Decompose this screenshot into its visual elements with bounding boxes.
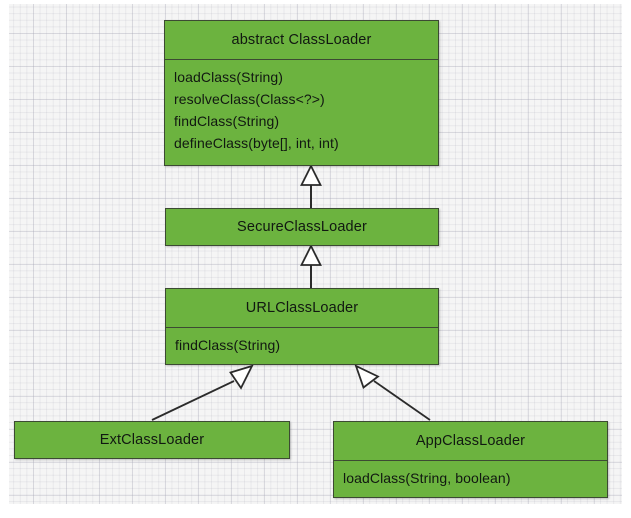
class-member: loadClass(String)	[174, 69, 284, 85]
generalization-urlclassloader-to-secureclassloader	[300, 243, 322, 288]
class-member: defineClass(byte[], int, int)	[174, 135, 339, 151]
class-name-extclassloader: ExtClassLoader	[99, 432, 205, 448]
class-member: findClass(String)	[174, 113, 280, 129]
generalization-extclassloader-to-urlclassloader	[151, 364, 254, 421]
canvas-top-margin	[0, 0, 631, 4]
class-member: resolveClass(Class<?>)	[174, 91, 325, 107]
class-name-secureclassloader: SecureClassLoader	[237, 219, 367, 235]
canvas-right-margin	[622, 0, 631, 518]
class-name-appclassloader: AppClassLoader	[415, 433, 526, 449]
class-box-appclassloader[interactable]: AppClassLoader loadClass(String, boolean…	[333, 421, 608, 498]
canvas-bottom-margin	[0, 504, 631, 518]
class-members-appclassloader: loadClass(String, boolean)	[334, 460, 607, 497]
class-member: findClass(String)	[175, 337, 281, 353]
class-box-secureclassloader[interactable]: SecureClassLoader	[165, 208, 439, 246]
generalization-secureclassloader-to-classloader	[300, 163, 322, 208]
class-member: loadClass(String, boolean)	[343, 470, 511, 486]
generalization-appclassloader-to-urlclassloader	[354, 364, 431, 421]
canvas-left-margin	[0, 0, 9, 518]
class-box-extclassloader[interactable]: ExtClassLoader	[14, 421, 290, 459]
class-name-urlclassloader: URLClassLoader	[245, 300, 359, 316]
class-members-urlclassloader: findClass(String)	[166, 327, 438, 364]
class-members-classloader: loadClass(String) resolveClass(Class<?>)…	[165, 59, 438, 165]
class-box-urlclassloader[interactable]: URLClassLoader findClass(String)	[165, 288, 439, 365]
class-name-classloader: abstract ClassLoader	[231, 32, 372, 48]
class-box-classloader[interactable]: abstract ClassLoader loadClass(String) r…	[164, 20, 439, 166]
